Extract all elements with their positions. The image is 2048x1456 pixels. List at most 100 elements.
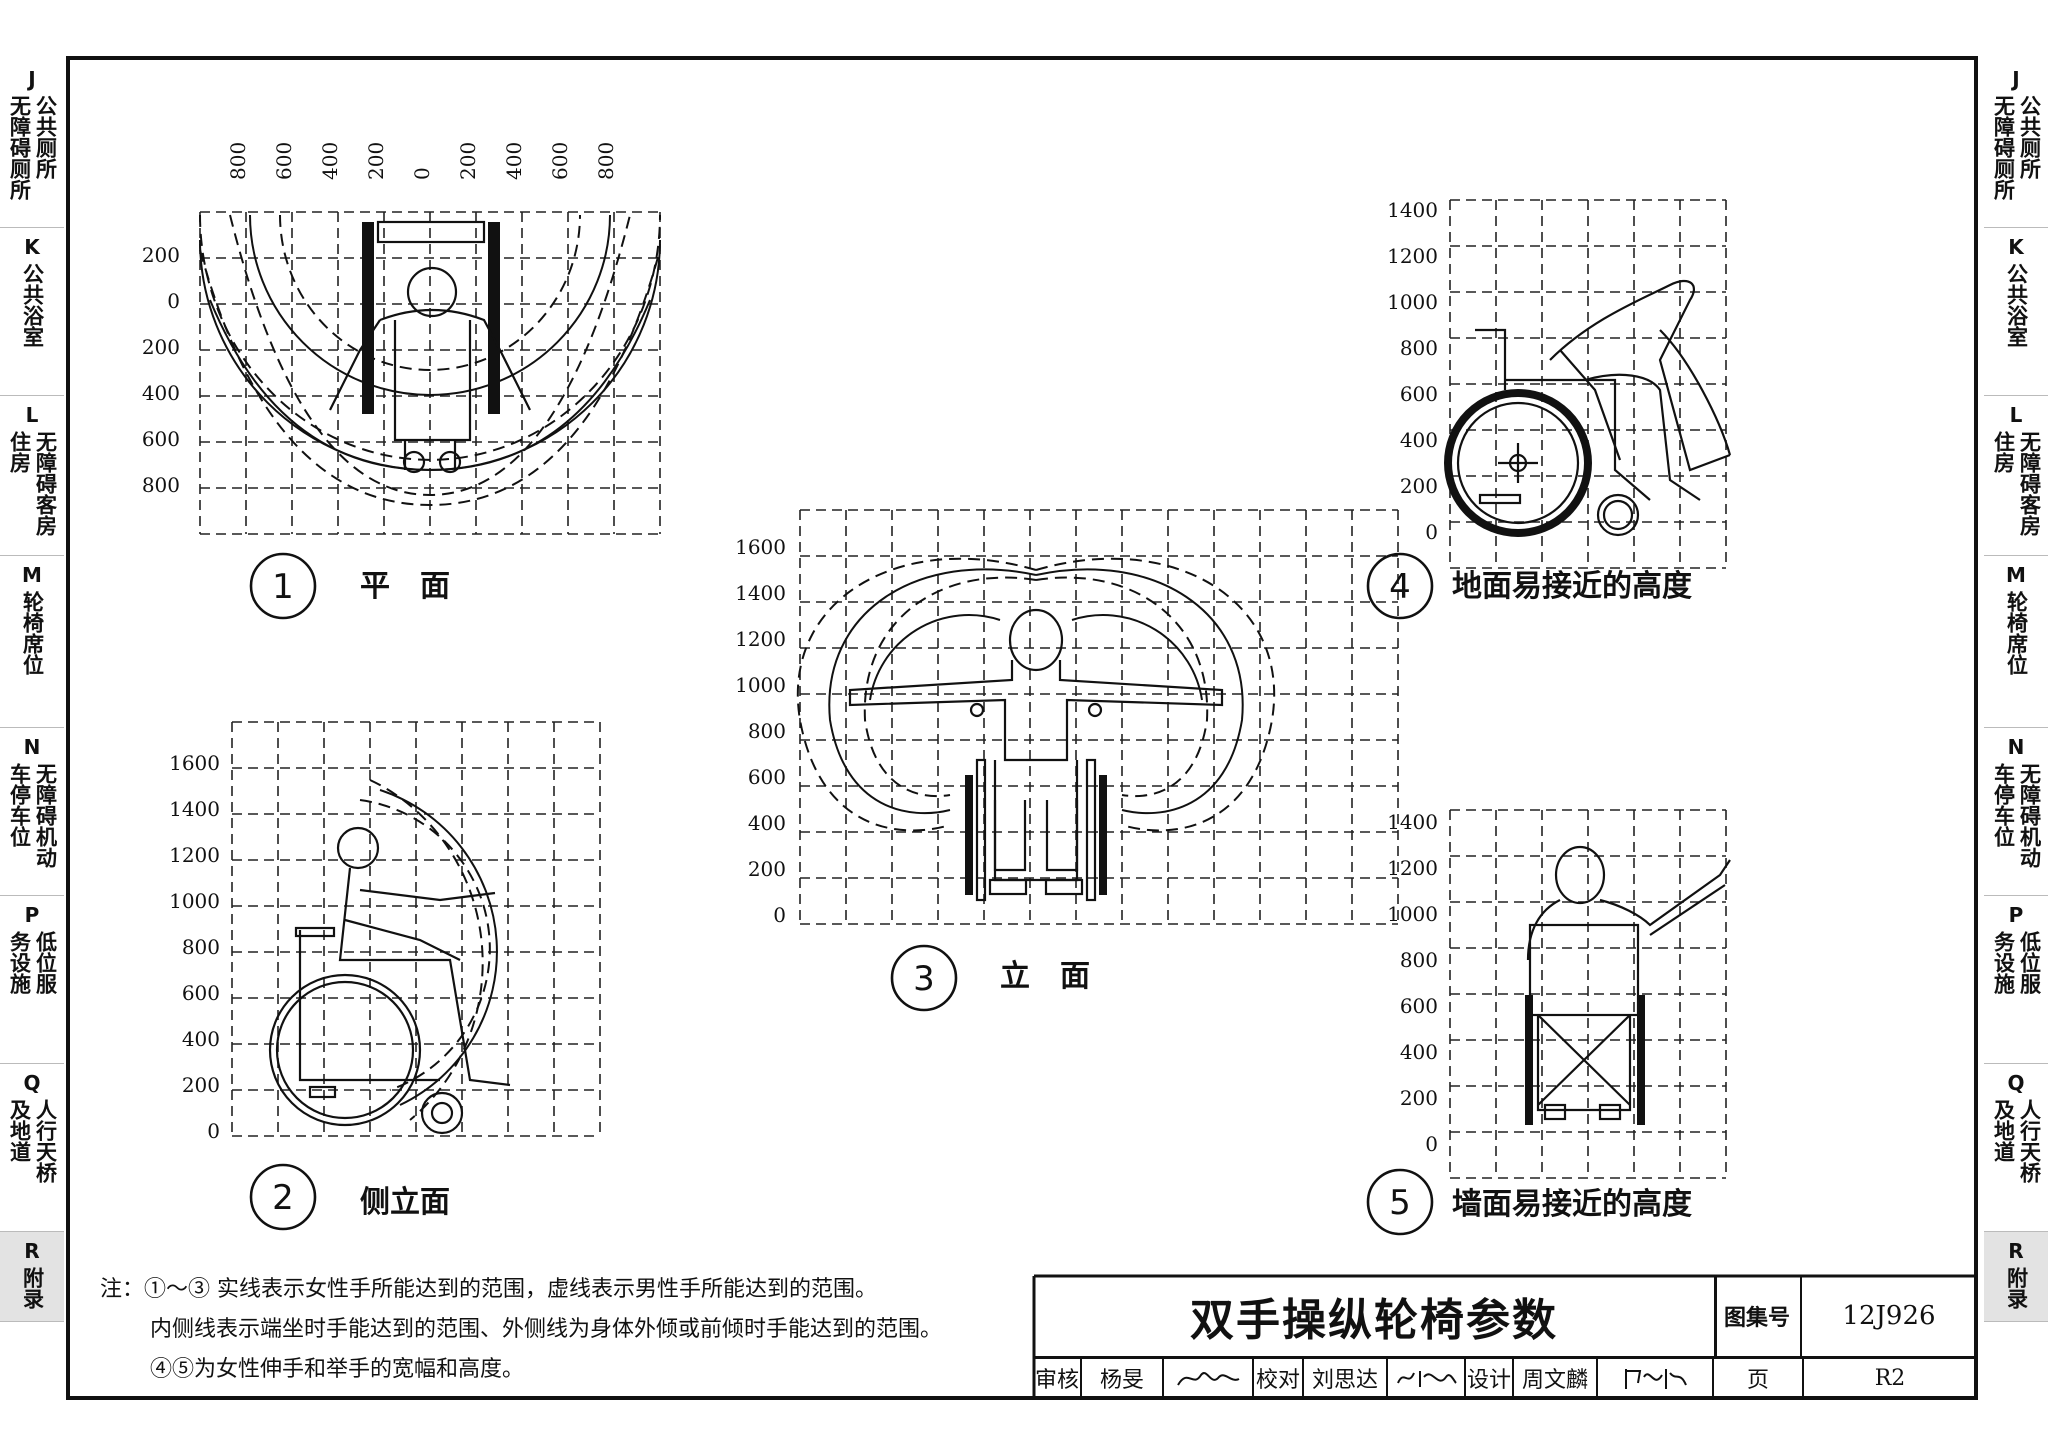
side-tab-l[interactable]: L 住房无障碍客房 [1984,396,2048,556]
side-tab-label: 公共厕所 [33,95,58,179]
side-tab-r[interactable]: R 附录 [0,1232,64,1322]
figure-5-title: 墙面易接近的高度 [1452,1187,1692,1222]
front-reach-arcs [796,557,1276,832]
axis-tick-label: 800 [182,935,220,959]
side-tab-label: 公共浴室 [20,263,45,347]
axis-tick-label: 1400 [1387,810,1438,834]
check-label: 校对 [1254,1359,1304,1397]
side-tab-label: 及地道 [1991,1099,2016,1162]
page-number: R2 [1874,1365,1906,1391]
figure-3-title: 立 面 [1000,959,1090,994]
side-tab-label: 务设施 [1991,931,2016,994]
side-tab-k[interactable]: K 公共浴室 [0,228,64,396]
axis-tick-label: 400 [748,811,786,835]
axis-tick-label: 0 [207,1119,220,1143]
title-block: 双手操纵轮椅参数 图集号 12J926 审核 杨旻 校对 刘思达 设计 周文麟 … [1034,1276,1976,1398]
side-tab-m[interactable]: M 轮椅席位 [0,556,64,728]
atlas-number: 12J926 [1802,1276,1976,1359]
side-tab-label: 公共厕所 [2017,95,2042,179]
axis-tick-label: 1200 [169,843,220,867]
side-wheelchair-figure [268,826,511,1135]
axis-tick-label: 0 [1425,520,1438,544]
side-tab-k[interactable]: K 公共浴室 [1984,228,2048,396]
side-tab-letter: N [2007,735,2025,759]
figure-3-number-circle [890,944,958,1012]
figure-2-title: 侧立面 [360,1185,450,1220]
axis-tick-label: 200 [1400,474,1438,498]
axis-tick-label: 1600 [735,535,786,559]
drawing-frame [66,56,1978,1400]
axis-tick-label: 600 [1400,382,1438,406]
side-tab-letter: L [2009,403,2023,427]
axis-tick-label: 400 [318,142,342,180]
side-tab-letter: Q [23,1071,41,1095]
design-label: 设计 [1466,1359,1514,1397]
side-tab-label: 无障碍厕所 [7,95,32,200]
figure-5-number: 5 [1389,1183,1411,1223]
axis-tick-label: 600 [272,142,296,180]
side-tab-letter: K [2008,235,2024,259]
front-wheelchair-figure [848,608,1224,902]
side-tab-label: 附录 [20,1267,45,1309]
side-tab-label: 住房 [1991,431,2016,473]
side-tab-label: 人行天桥 [2017,1099,2042,1183]
figure-3-number: 3 [913,959,935,999]
side-tab-letter: P [24,903,40,927]
axis-tick-label: 0 [410,167,434,180]
signature-row: 审核 杨旻 校对 刘思达 设计 周文麟 页 R2 [1034,1359,1976,1397]
note-line-2: 内侧线表示端坐时手能达到的范围、外侧线为身体外倾或前倾时手能达到的范围。 [150,1317,943,1342]
figure-2-number: 2 [272,1178,294,1218]
side-reach-arcs [359,779,498,1121]
designer-signature [1598,1359,1714,1397]
reach-arcs [199,214,661,507]
axis-tick-label: 1200 [735,627,786,651]
drawing-title: 双手操纵轮椅参数 [1034,1276,1717,1359]
figure-5-number-circle [1366,1168,1434,1236]
axis-tick-label: 1400 [1387,198,1438,222]
figure-4-title: 地面易接近的高度 [1452,569,1692,604]
side-tab-label: 轮椅席位 [2004,591,2029,675]
side-tab-letter: R [24,1239,40,1263]
side-tab-label: 无障碍客房 [2017,431,2042,536]
axis-tick-label: 800 [226,142,250,180]
side-tab-label: 车停车位 [7,763,32,847]
axis-tick-label: 400 [1400,1040,1438,1064]
axis-tick-label: 1400 [735,581,786,605]
axis-tick-label: 200 [364,142,388,180]
side-tab-label: 无障碍机动 [33,763,58,868]
axis-tick-label: 200 [142,243,180,267]
reviewer-name: 杨旻 [1082,1359,1164,1397]
axis-tick-label: 400 [502,142,526,180]
side-tab-label: 无障碍厕所 [1991,95,2016,200]
side-tab-label: 低位服 [33,931,58,994]
side-tab-letter: K [24,235,40,259]
checker-signature [1388,1359,1466,1397]
figure-1-title: 平 面 [360,569,450,604]
side-tab-label: 附录 [2004,1267,2029,1309]
axis-tick-label: 800 [1400,336,1438,360]
axis-tick-label: 200 [748,857,786,881]
axis-tick-label: 800 [142,473,180,497]
axis-tick-label: 400 [182,1027,220,1051]
side-tab-letter: M [22,563,42,587]
axis-tick-label: 1200 [1387,856,1438,880]
side-tab-label: 公共浴室 [2004,263,2029,347]
side-tab-label: 轮椅席位 [20,591,45,675]
